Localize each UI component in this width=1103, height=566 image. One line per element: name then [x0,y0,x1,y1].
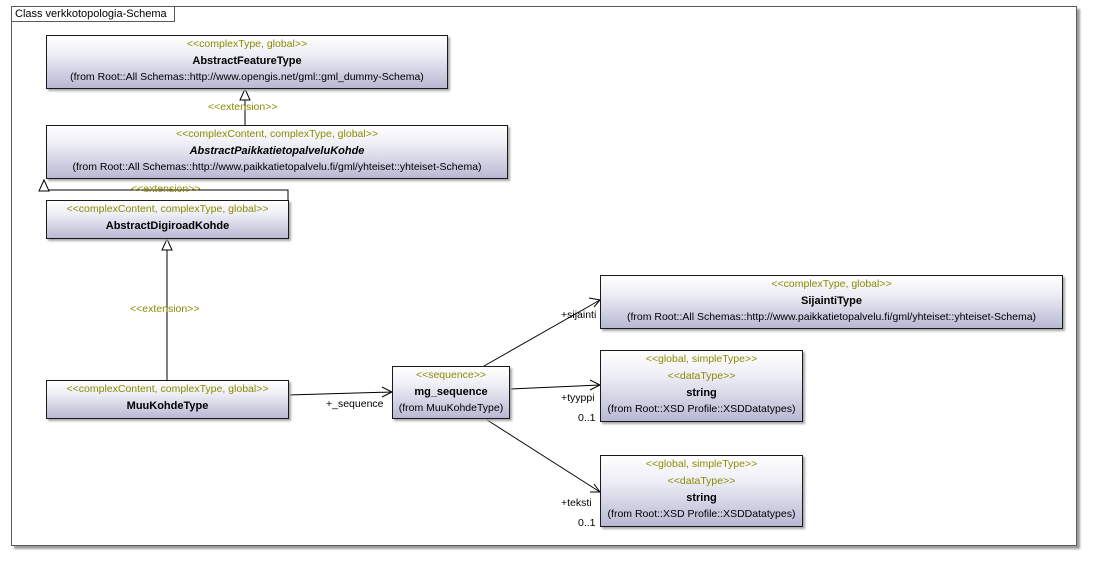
class-origin: (from Root::All Schemas::http://www.paik… [72,161,482,173]
stereotype-label: <<global, simpleType>> [645,353,758,365]
teksti-multiplicity: 0..1 [578,517,596,529]
diagram-title: Class verkkotopologia-Schema [12,7,175,22]
association-line-sijainti [483,299,601,367]
class-origin: (from Root::XSD Profile::XSDDatatypes) [607,508,796,520]
class-name: string [686,492,717,504]
class-origin: (from Root::All Schemas::http://www.paik… [626,311,1037,323]
generalization-arrowhead [161,237,173,251]
class-origin: (from MuuKohdeType) [398,402,504,414]
class-origin: (from Root::All Schemas::http://www.open… [70,71,424,83]
class-string-tyyppi[interactable]: <<global, simpleType>> <<dataType>> stri… [600,350,803,422]
class-name: mg_sequence [414,386,488,398]
class-name: string [686,387,717,399]
stereotype-label: <<complexContent, complexType, global>> [66,203,269,215]
class-string-teksti[interactable]: <<global, simpleType>> <<dataType>> stri… [600,455,803,527]
stereotype-label: <<complexContent, complexType, global>> [66,383,269,395]
class-name: AbstractFeatureType [192,55,302,67]
class-name: AbstractDigiroadKohde [105,220,230,232]
stereotype-label: <<complexType, global>> [186,38,308,50]
class-name: MuuKohdeType [126,400,209,412]
generalization-arrowhead [239,87,251,101]
tyyppi-multiplicity: 0..1 [578,412,596,424]
class-sijainti-type[interactable]: <<complexType, global>> SijaintiType (fr… [600,275,1063,329]
tyyppi-role-label: +tyyppi [561,392,595,404]
class-mg-sequence[interactable]: <<sequence>> mg_sequence (from MuuKohdeT… [392,366,510,419]
class-muu-kohde-type[interactable]: <<complexContent, complexType, global>> … [46,380,289,419]
class-abstract-feature-type[interactable]: <<complexType, global>> AbstractFeatureT… [46,35,448,89]
sijainti-role-label: +sijainti [561,309,597,321]
stereotype-label: <<complexContent, complexType, global>> [176,128,378,140]
extension-line-digiroad-to-paikkatieto [44,189,289,200]
association-line-teksti [483,417,601,493]
stereotype-label: <<dataType>> [667,370,736,382]
association-arrowhead [590,483,601,493]
stereotype-label: <<complexType, global>> [771,278,892,290]
class-name: SijaintiType [801,295,862,307]
generalization-arrowhead [38,178,50,192]
class-name: AbstractPaikkatietopalveluKohde [189,145,365,157]
class-origin: (from Root::XSD Profile::XSDDatatypes) [607,403,796,415]
sequence-role-label: +_sequence [326,398,384,410]
association-line-tyyppi [509,384,601,390]
extension-label: <<extension>> [208,101,278,113]
stereotype-label: <<dataType>> [667,475,736,487]
stereotype-label: <<sequence>> [415,369,487,381]
teksti-role-label: +teksti [561,497,592,509]
stereotype-label: <<global, simpleType>> [645,458,758,470]
association-line-sequence [287,391,393,396]
extension-label: <<extension>> [130,303,200,315]
extension-label: <<extension>> [131,183,201,195]
class-abstract-digiroad-kohde[interactable]: <<complexContent, complexType, global>> … [46,200,289,239]
class-abstract-paikkatietopalvelu-kohde[interactable]: <<complexContent, complexType, global>> … [46,125,508,179]
